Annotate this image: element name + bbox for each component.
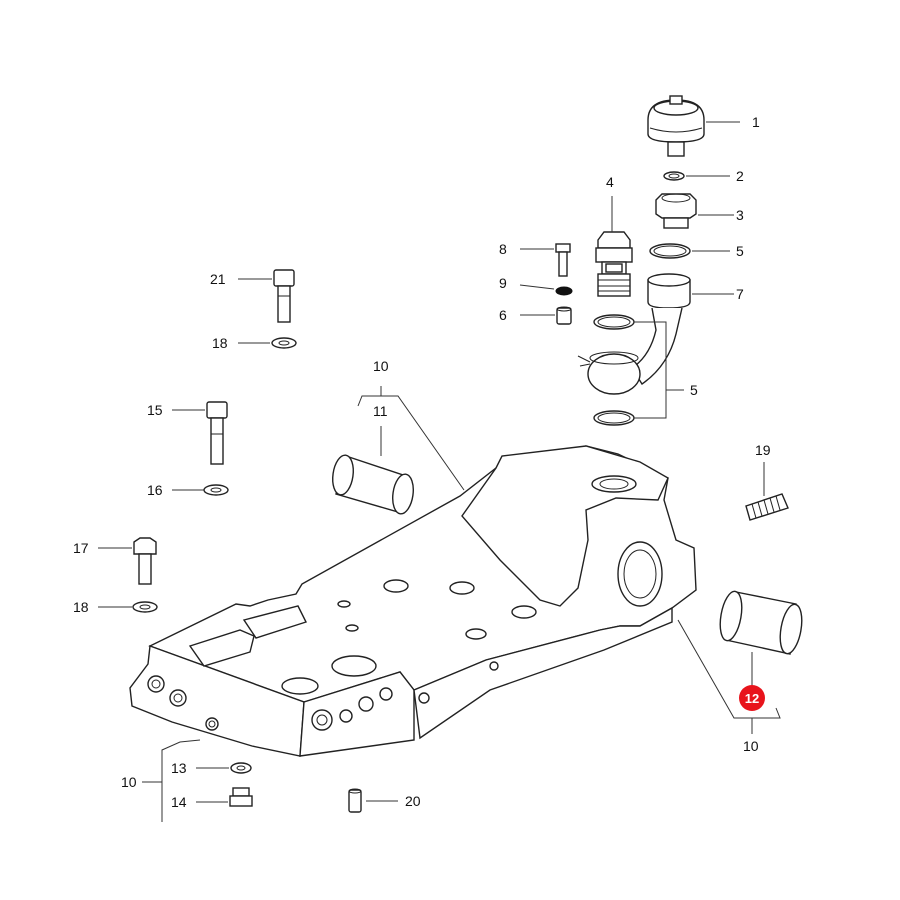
leader-line	[519, 284, 555, 290]
callout-16: 16	[147, 482, 163, 498]
part-7-elbow-fitting[interactable]	[577, 273, 691, 395]
part-5-o-ring-lower[interactable]	[593, 410, 635, 426]
part-21-socket-bolt[interactable]	[273, 269, 295, 323]
part-4-valve-cartridge[interactable]	[595, 231, 633, 297]
callout-18-upper: 18	[212, 335, 228, 351]
callout-5-upper: 5	[736, 243, 744, 259]
callout-8: 8	[499, 241, 507, 257]
part-5-o-ring-mid[interactable]	[593, 314, 635, 330]
callout-1: 1	[752, 114, 760, 130]
part-12-bushing[interactable]	[717, 590, 805, 656]
callout-3: 3	[736, 207, 744, 223]
part-1-breather-cap[interactable]	[647, 95, 705, 157]
callout-6: 6	[499, 307, 507, 323]
callout-2: 2	[736, 168, 744, 184]
callout-13: 13	[171, 760, 187, 776]
part-11-bushing[interactable]	[330, 445, 415, 515]
part-18-washer-lower[interactable]	[132, 601, 158, 613]
callout-7: 7	[736, 286, 744, 302]
part-3-hex-adapter[interactable]	[655, 193, 697, 229]
callout-14: 14	[171, 794, 187, 810]
part-13-washer[interactable]	[230, 762, 252, 774]
part-9-seal-ring[interactable]	[555, 286, 573, 296]
part-2-washer[interactable]	[663, 171, 685, 181]
callout-12: 12	[745, 691, 759, 706]
callout-9: 9	[499, 275, 507, 291]
part-14-plug[interactable]	[229, 787, 253, 807]
callout-20: 20	[405, 793, 421, 809]
part-17-hex-bolt[interactable]	[133, 537, 157, 585]
bracket-line	[161, 739, 201, 822]
callout-4: 4	[606, 174, 614, 190]
callout-18-lower: 18	[73, 599, 89, 615]
callout-10-left: 10	[121, 774, 137, 790]
part-20-pin[interactable]	[348, 788, 362, 813]
bracket-line	[634, 321, 667, 419]
part-19-threaded-stud[interactable]	[745, 493, 789, 521]
part-16-washer[interactable]	[203, 484, 229, 496]
bracket-line	[677, 619, 781, 719]
part-18-washer-upper[interactable]	[271, 337, 297, 349]
callout-21: 21	[210, 271, 226, 287]
callout-17: 17	[73, 540, 89, 556]
part-10-housing[interactable]	[129, 445, 697, 757]
callout-15: 15	[147, 402, 163, 418]
part-6-sleeve[interactable]	[556, 306, 572, 325]
callout-10-top: 10	[373, 358, 389, 374]
highlight-marker-12	[739, 685, 765, 711]
callout-11: 11	[373, 403, 388, 419]
bracket-line	[357, 395, 465, 491]
callout-5-lower: 5	[690, 382, 698, 398]
callout-10-right: 10	[743, 738, 759, 754]
part-5-o-ring-upper[interactable]	[649, 243, 691, 259]
callout-19: 19	[755, 442, 771, 458]
part-15-socket-bolt[interactable]	[206, 401, 228, 465]
part-8-small-bolt[interactable]	[555, 243, 571, 277]
